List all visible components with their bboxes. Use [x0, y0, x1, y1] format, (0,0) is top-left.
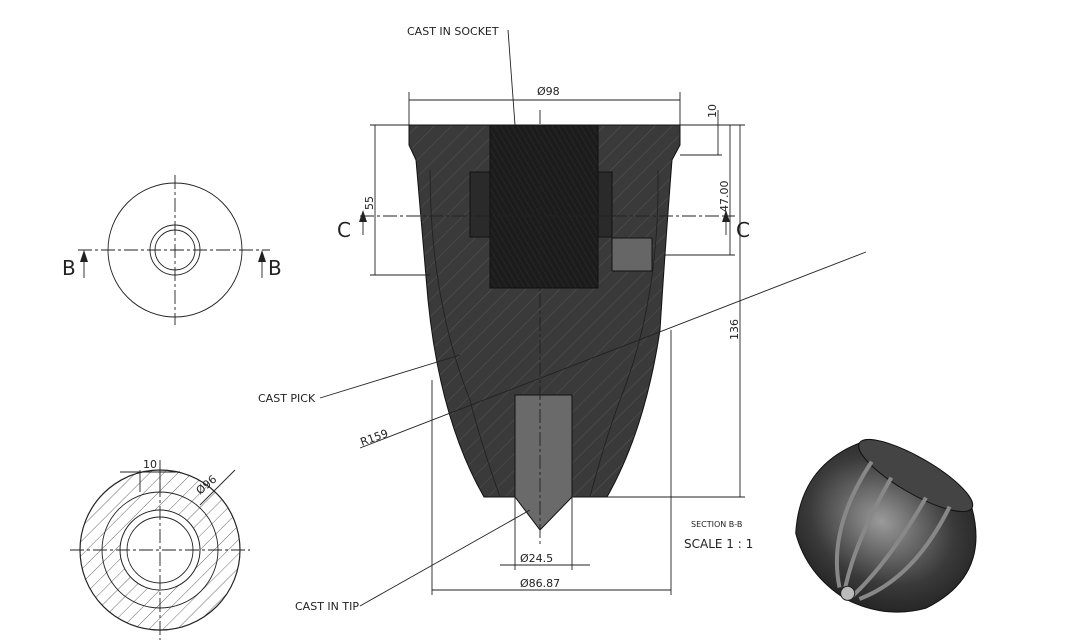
- section-view: [360, 110, 735, 545]
- socket-insert: [489, 124, 599, 289]
- body-groove-right: [589, 169, 659, 498]
- body-groove-left: [429, 169, 501, 498]
- section-b-left-label: B: [62, 256, 76, 280]
- section-c-markers: C C: [337, 210, 750, 242]
- dim-top-diameter: Ø98: [537, 85, 560, 98]
- socket-collar-left: [469, 171, 491, 238]
- section-c-right-label: C: [736, 218, 750, 242]
- label-cast-in-socket: CAST IN SOCKET: [407, 25, 499, 38]
- section-title: SECTION B-B: [691, 520, 742, 529]
- dim-flange-height: 10: [706, 104, 719, 118]
- label-cast-in-tip: CAST IN TIP: [295, 600, 359, 613]
- dim-depth-47: 47.00: [718, 181, 731, 213]
- dim-tip-diameter: Ø24.5: [520, 552, 553, 565]
- dim-depth-55: 55: [363, 196, 376, 210]
- annotations: CAST IN SOCKET CAST PICK R159 CAST IN TI…: [258, 25, 867, 613]
- socket-collar-right: [597, 171, 613, 238]
- isometric-render: [795, 438, 977, 613]
- top-view: B B: [62, 175, 282, 325]
- dim-body-diameter: Ø86.87: [520, 577, 560, 590]
- section-c-left-label: C: [337, 218, 351, 242]
- label-cast-pick: CAST PICK: [258, 392, 316, 405]
- tip-insert: [514, 394, 573, 531]
- dim-overall-height: 136: [728, 319, 741, 340]
- scale-label: SCALE 1 : 1: [684, 537, 753, 551]
- section-b-right-label: B: [268, 256, 282, 280]
- section-c-view: 10 Ø96: [70, 458, 250, 640]
- dimensions: Ø98 10 47.00 136 55 Ø24.5 Ø86.87: [363, 85, 745, 595]
- dim-slot-width: 10: [143, 458, 157, 471]
- side-hole: [611, 237, 653, 272]
